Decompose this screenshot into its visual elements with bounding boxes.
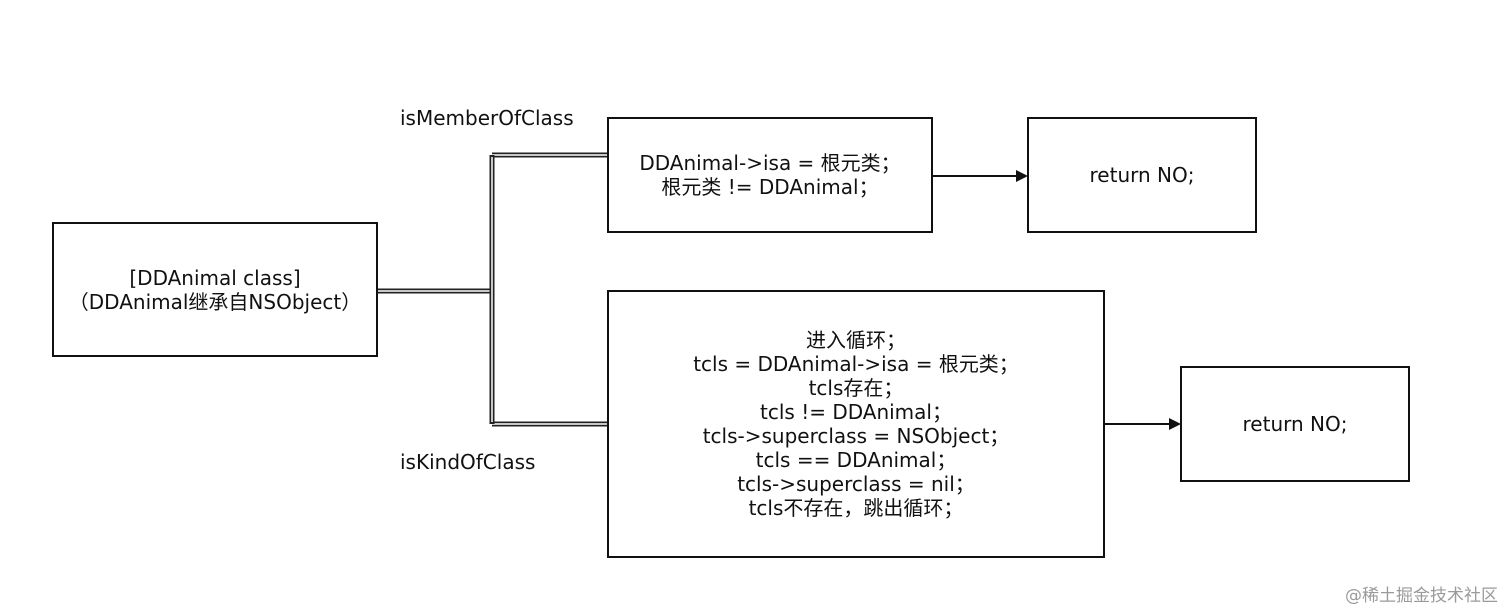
kind-box-line: tcls不存在，跳出循环；: [748, 496, 964, 520]
member-result-text: return NO;: [1089, 163, 1195, 187]
is-member-of-class-label: isMemberOfClass: [400, 106, 574, 130]
kind-result-box: return NO;: [1180, 366, 1410, 482]
is-kind-of-class-label: isKindOfClass: [400, 450, 536, 474]
member-box-line: 根元类 != DDAnimal；: [661, 175, 879, 199]
kind-box-line: tcls存在；: [808, 376, 904, 400]
kind-box-line: tcls->superclass = nil；: [737, 472, 975, 496]
kind-box-line: tcls != DDAnimal；: [760, 400, 952, 424]
member-result-box: return NO;: [1027, 117, 1257, 233]
source-box-line: [DDAnimal class]: [129, 265, 301, 290]
kind-box-line: 进入循环；: [806, 328, 906, 352]
kind-loop-box: 进入循环； tcls = DDAnimal->isa = 根元类； tcls存在…: [607, 290, 1105, 558]
source-box-line: （DDAnimal继承自NSObject）: [68, 289, 362, 314]
kind-box-line: tcls->superclass = NSObject；: [702, 424, 1010, 448]
watermark: @稀土掘金技术社区: [1345, 586, 1498, 606]
kind-box-line: tcls == DDAnimal；: [755, 448, 957, 472]
kind-box-line: tcls = DDAnimal->isa = 根元类；: [693, 352, 1019, 376]
branch-connector: [378, 152, 607, 427]
source-class-box: [DDAnimal class] （DDAnimal继承自NSObject）: [52, 222, 378, 357]
member-check-box: DDAnimal->isa = 根元类； 根元类 != DDAnimal；: [607, 117, 933, 233]
member-box-line: DDAnimal->isa = 根元类；: [639, 151, 901, 175]
kind-result-text: return NO;: [1242, 412, 1348, 436]
